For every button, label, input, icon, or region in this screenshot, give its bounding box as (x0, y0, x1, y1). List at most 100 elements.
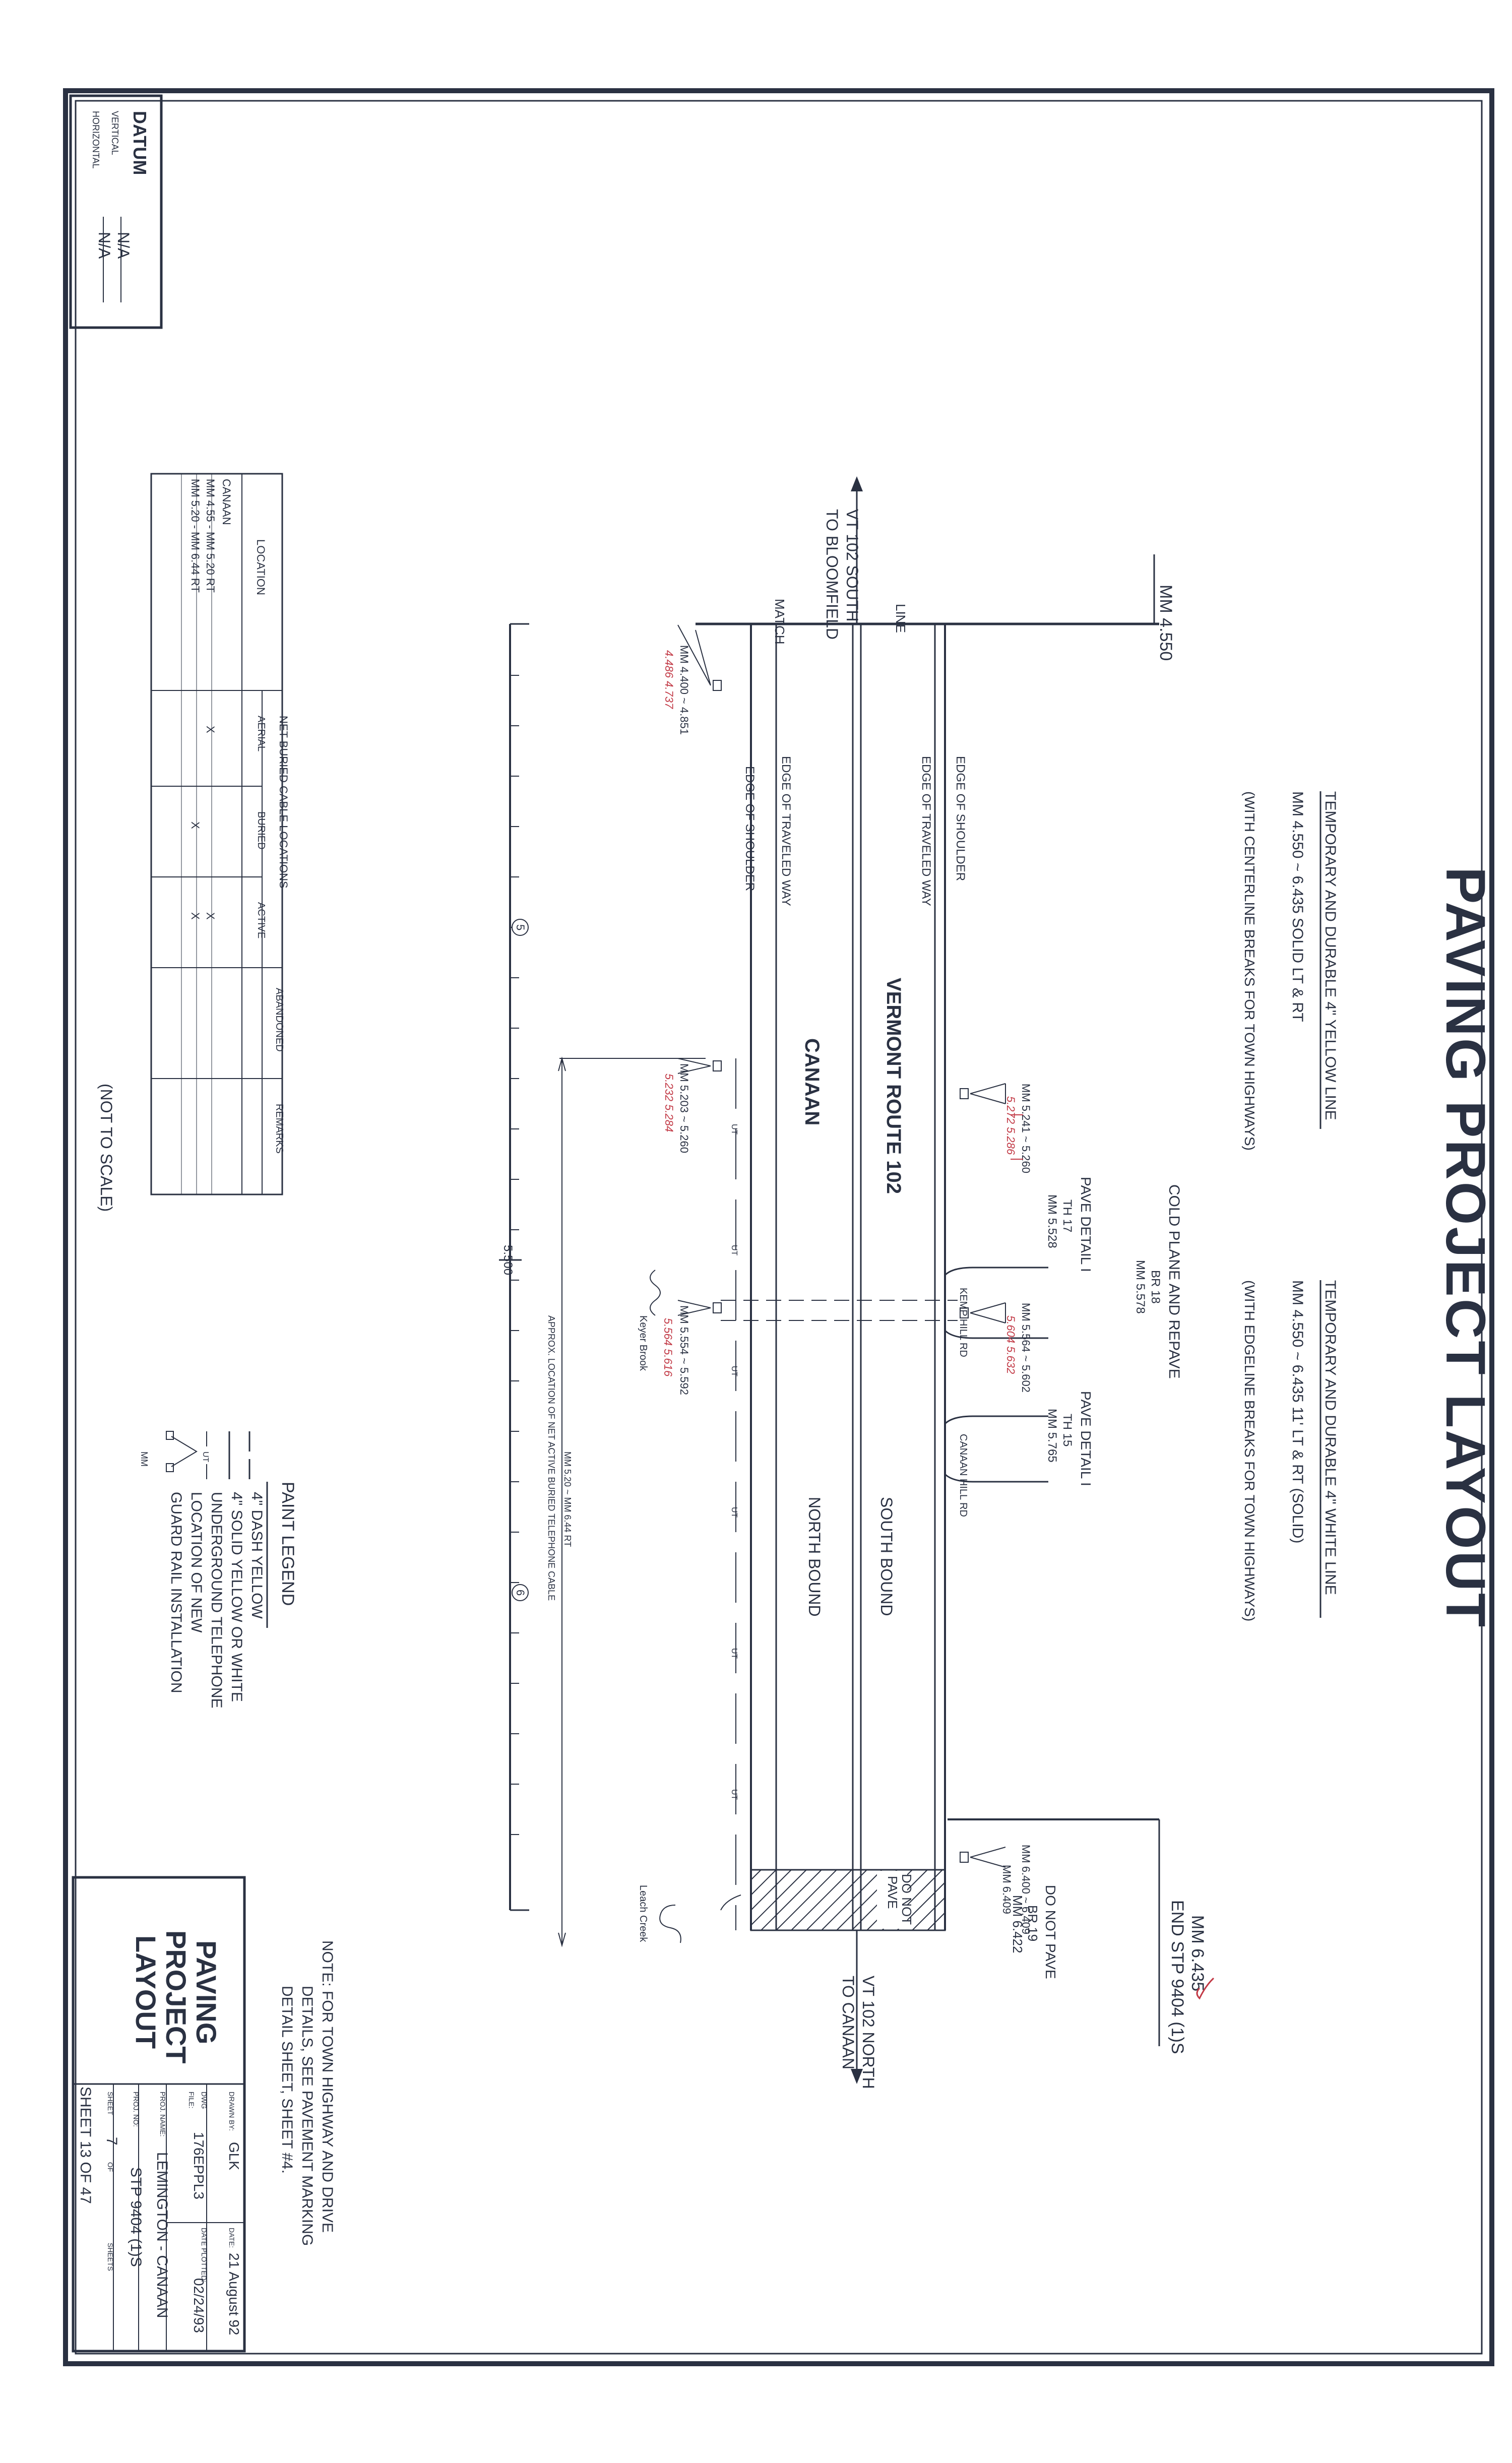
datum-vertical-label: VERTICAL (110, 111, 120, 155)
mm-5203-revised: 5.232 5.284 (663, 1073, 675, 1132)
cable-row1-location: CANAAN (220, 479, 233, 525)
mm-5564-label: MM 5.564 ~ 5.602 (1020, 1303, 1032, 1393)
line-label: LINE (893, 604, 908, 633)
ut-mark-4: UT (730, 1507, 738, 1518)
guardrail-marker-c (960, 1852, 969, 1863)
date-value: 21 August 92 (226, 2253, 242, 2335)
file-value: 176EPPL3 (191, 2132, 207, 2199)
cold-plane-line3: MM 5.578 (1133, 1260, 1147, 1314)
br19-line3: MM 6.422 (1010, 1895, 1025, 1953)
datum-vertical-value: N/A (114, 232, 133, 259)
legend-ut-mark: UT (201, 1451, 210, 1463)
datum-horizontal-label: HORIZONTAL (91, 111, 101, 169)
callout-wedge-c (970, 1847, 1006, 1868)
cable-row3-buried: X (189, 822, 202, 829)
cable-row2-aerial: X (204, 726, 217, 733)
ut-mark-3: UT (730, 1366, 738, 1377)
keyer-brook-crossing (721, 1300, 958, 1321)
pave-detail-1-th: TH 17 (1060, 1199, 1074, 1232)
ut-mark-6: UT (730, 1789, 738, 1800)
date-plotted-label: DATE PLOTTED: (200, 2228, 208, 2283)
mm-4400-revised: 4.486 4.737 (663, 650, 675, 709)
not-to-scale-note: (NOT TO SCALE) (97, 1084, 115, 1212)
mm-6400-label: MM 6.400 ~ 6.409 (1020, 1845, 1032, 1934)
yellow-line-range: MM 4.550 ~ 6.435 SOLID LT & RT (1289, 791, 1306, 1022)
white-line-breaks: (WITH EDGELINE BREAKS FOR TOWN HIGHWAYS) (1242, 1280, 1257, 1621)
legend-guardrail-wedge (171, 1436, 198, 1467)
town-note-line2: DETAILS, SEE PAVEMENT MARKING (299, 1986, 316, 2246)
callout-wedge-f (677, 1300, 711, 1316)
do-not-pave-area (750, 1869, 946, 1931)
mm-5564-revised: 5.604 5.632 (1004, 1315, 1017, 1374)
edge-of-shoulder-label-bottom: EDGE OF SHOULDER (743, 766, 757, 891)
north-arrow-head (851, 2069, 863, 2084)
legend-mm-label: MM (139, 1451, 149, 1467)
kemp-hill-road-edge-a (944, 1267, 1048, 1276)
guardrail-marker-a (960, 1088, 969, 1099)
canaan-hill-rd-label: CANAAN HILL RD (958, 1434, 969, 1517)
to-bloomfield-line2: TO BLOOMFIELD (823, 509, 841, 640)
legend-item-dash-yellow: 4" DASH YELLOW (248, 1492, 265, 1619)
scale-5500-label: 5.500 (501, 1245, 515, 1275)
outer-border (63, 88, 1494, 2366)
cable-extent-arrows (558, 1056, 566, 1947)
cable-header-remarks: REMARKS (274, 1104, 285, 1154)
leach-creek-label: Leach Creek (638, 1885, 649, 1942)
dwg-label: DWG (200, 2092, 208, 2109)
ut-mark-5: UT (730, 1648, 738, 1659)
mm-start-label: MM 4.550 (1156, 585, 1175, 661)
cable-header-abandoned: ABANDONED (274, 988, 285, 1052)
cable-row3-location: MM 5.20 - MM 6.44 RT (189, 479, 202, 593)
mm-end-project: END STP 9404 (1)S (1168, 1900, 1187, 2054)
proj-name-label: PROJ. NAME: (159, 2092, 167, 2136)
ut-mark-2: UT (730, 1245, 738, 1256)
pave-detail-2-mm: MM 5.765 (1045, 1409, 1059, 1463)
edge-of-shoulder-label-top: EDGE OF SHOULDER (954, 756, 967, 881)
white-line-note: TEMPORARY AND DURABLE 4" WHITE LINE (1322, 1280, 1339, 1595)
cable-header-location: LOCATION (255, 539, 267, 595)
legend-item-solid: 4" SOLID YELLOW OR WHITE (228, 1492, 245, 1702)
cable-table-title: NET BURIED CABLE LOCATIONS (277, 716, 290, 889)
yellow-line-breaks: (WITH CENTERLINE BREAKS FOR TOWN HIGHWAY… (1242, 791, 1257, 1151)
kemp-hill-rd-label: KEMP HILL RD (958, 1288, 969, 1357)
cable-row3-active: X (189, 912, 202, 920)
legend-item-guardrail: GUARD RAIL INSTALLATION (168, 1492, 184, 1693)
cable-extent-note: APPROX. LOCATION OF NET ACTIVE BURIED TE… (546, 1315, 556, 1601)
legend-guardrail-box-b (166, 1463, 174, 1472)
sheet-number: 7 (103, 2137, 120, 2145)
legend-item-location: LOCATION OF NEW (188, 1492, 205, 1633)
cable-table (150, 473, 283, 1195)
guardrail-marker-e (713, 1060, 722, 1071)
date-label: DATE: (228, 2228, 236, 2248)
to-canaan-line1: VT 102 NORTH (859, 1976, 877, 2089)
of-label: OF (106, 2162, 114, 2172)
edge-of-traveled-way-label-top: EDGE OF TRAVELED WAY (919, 756, 933, 906)
dnp-line2: PAVE (885, 1876, 900, 1909)
ut-mark-1: UT (730, 1124, 738, 1135)
town-note-line1: NOTE: FOR TOWN HIGHWAY AND DRIVE (319, 1940, 336, 2233)
sheets-label: SHEETS (106, 2243, 114, 2271)
datum-horizontal-value: N/A (95, 232, 113, 259)
datum-title: DATUM (130, 111, 150, 175)
north-bound-label: NORTH BOUND (805, 1497, 824, 1617)
title-block-line3: LAYOUT (130, 1935, 162, 2049)
station-5-label: 5 (514, 924, 527, 930)
mm-5241-revised: 5.272 5.286 (1004, 1096, 1017, 1155)
mm-5241-label: MM 5.241 ~ 5.260 (1020, 1084, 1032, 1173)
to-bloomfield-line1: VT 102 SOUTH (843, 509, 861, 621)
proj-no-label: PROJ. NO: (132, 2092, 140, 2127)
station-circle-5 (512, 919, 529, 936)
canaan-hill-road-edge-b (944, 1473, 1048, 1483)
legend-guardrail-box-a (166, 1431, 174, 1440)
callout-wedge-d (677, 624, 711, 686)
white-line-range: MM 4.550 ~ 6.435 11' LT & RT (SOLID) (1289, 1280, 1306, 1543)
proj-no-value: STP 9404 (1)S (128, 2167, 144, 2267)
station-circle-6 (512, 1584, 529, 1601)
edge-of-traveled-way-label-bottom: EDGE OF TRAVELED WAY (779, 756, 793, 906)
keyer-brook-label: Keyer Brook (638, 1315, 649, 1371)
file-label: FILE: (187, 2092, 196, 2108)
red-check-end (1196, 1977, 1215, 2000)
drawn-by-value: GLK (226, 2142, 242, 2170)
br19-line2: BR 19 (1025, 1905, 1040, 1941)
